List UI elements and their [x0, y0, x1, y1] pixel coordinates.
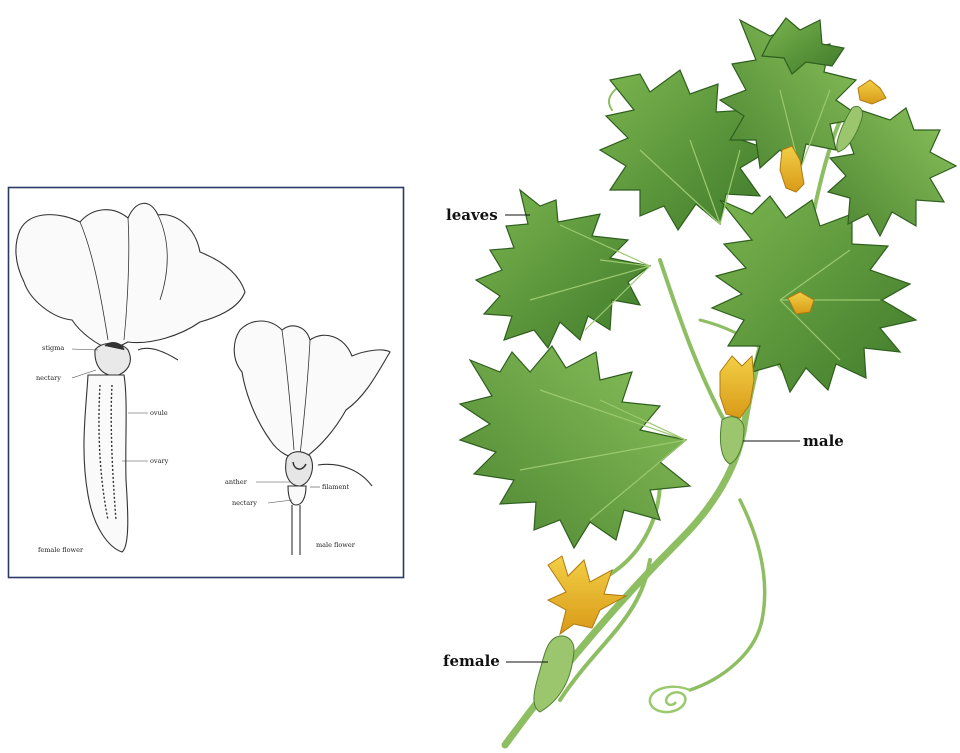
label-female: female [443, 652, 500, 670]
label-ovary: ovary [150, 457, 168, 465]
label-female-flower: female flower [38, 546, 83, 554]
female-flower-yellow [548, 556, 626, 634]
label-stigma: stigma [42, 344, 64, 352]
label-nectary-female: nectary [36, 374, 61, 382]
label-male: male [803, 432, 844, 450]
leaf-upper-left [476, 190, 650, 348]
flower-bud-top [858, 80, 886, 104]
label-nectary-male: nectary [232, 499, 257, 507]
label-male-flower: male flower [316, 541, 355, 549]
leaf-lower-left [460, 346, 690, 548]
label-filament: filament [322, 483, 349, 491]
flower-sketch-panel [9, 188, 404, 578]
label-anther: anther [225, 478, 247, 486]
male-flower-base [720, 417, 744, 464]
tendril-coil [650, 687, 690, 712]
label-ovule: ovule [150, 409, 168, 417]
cucumber-plant-illustration [460, 18, 956, 745]
female-ovary [534, 636, 574, 712]
label-leaves: leaves [446, 206, 498, 224]
